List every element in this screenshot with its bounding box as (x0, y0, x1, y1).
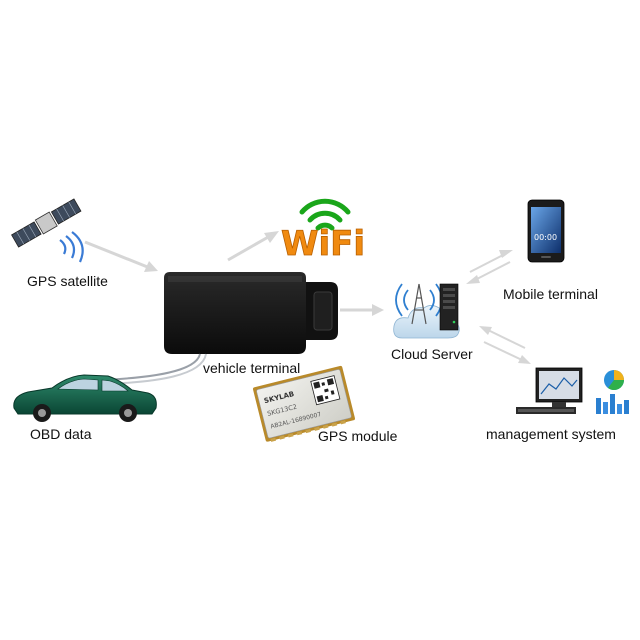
bar-chart-icon (596, 394, 629, 414)
label-gps-satellite: GPS satellite (27, 273, 108, 289)
label-management-system: management system (486, 426, 616, 442)
car-icon (13, 374, 157, 422)
arrow-mobile-to-cloud (466, 261, 511, 284)
qr-code-icon (310, 375, 341, 406)
arrow-terminal-to-cloud (340, 304, 384, 316)
arrow-satellite-to-terminal (84, 240, 158, 272)
arrow-cloud-to-mobile (469, 250, 513, 273)
wifi-logo-icon: WiFi (281, 198, 365, 264)
arrow-terminal-to-wifi (227, 231, 279, 262)
label-mobile-terminal: Mobile terminal (503, 286, 598, 302)
mobile-phone-icon: 00:00 (527, 199, 565, 263)
vehicle-terminal-device (164, 272, 338, 354)
arrows (84, 231, 531, 364)
label-cloud-server: Cloud Server (391, 346, 473, 362)
phone-screen-time: 00:00 (534, 233, 557, 242)
label-vehicle-terminal: vehicle terminal (203, 360, 301, 376)
pie-chart-icon (604, 370, 624, 390)
server-rack-icon (439, 283, 459, 331)
arrow-management-to-cloud (479, 326, 526, 349)
label-gps-module: GPS module (318, 428, 398, 444)
radio-tower-icon (395, 283, 443, 325)
satellite-icon (11, 198, 84, 263)
arrow-cloud-to-management (483, 341, 531, 364)
computer-icon (516, 367, 583, 414)
label-obd-data: OBD data (30, 426, 92, 442)
wifi-logo-text: WiFi (281, 224, 365, 264)
cloud-server-icon (393, 283, 460, 339)
gps-module-chip: SKYLAB SKG13C2 AB2AL-16890007 (252, 365, 355, 442)
